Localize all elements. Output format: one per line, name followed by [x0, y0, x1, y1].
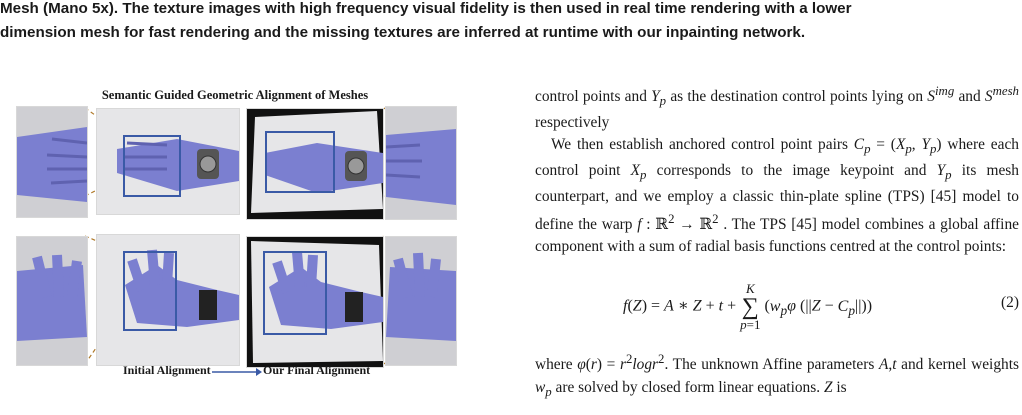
paragraph-where: where φ(r) = r2logr2. The unknown Affine…	[535, 352, 1019, 399]
final-box-bottom	[263, 251, 327, 335]
initial-image-bottom	[96, 234, 240, 366]
equation-2: f(Z) = A ∗ Z + t + K ∑ p=1 (wpφ (||Z − C…	[535, 264, 1019, 336]
equation-number: (2)	[1001, 294, 1019, 312]
figure-title: Semantic Guided Geometric Alignment of M…	[101, 88, 369, 102]
caption-line-1: Mesh (Mano 5x). The texture images with …	[0, 0, 852, 17]
label-final-alignment: Our Final Alignment	[263, 363, 371, 377]
caption-line-2: dimension mesh for fast rendering and th…	[0, 24, 806, 41]
equation-body: f(Z) = A ∗ Z + t + K ∑ p=1 (wpφ (||Z − C…	[623, 281, 873, 333]
initial-image-top	[96, 108, 240, 215]
final-image-bottom	[246, 236, 384, 368]
final-image-top	[246, 108, 384, 220]
figure-caption: Mesh (Mano 5x). The texture images with …	[0, 0, 1022, 45]
label-initial-alignment: Initial Alignment	[123, 363, 211, 377]
alignment-figure: Semantic Guided Geometric Alignment of M…	[0, 78, 470, 378]
alignment-arrow-icon	[212, 368, 262, 376]
final-box-top	[265, 131, 335, 193]
paragraph-control-points: control points and Yp as the destination…	[535, 84, 1019, 132]
zoom-panel-bottom-left	[16, 236, 88, 366]
zoom-panel-bottom-right	[385, 236, 457, 366]
paragraph-tps: We then establish anchored control point…	[535, 136, 1019, 256]
initial-box-top	[123, 135, 181, 197]
zoom-panel-top-right	[385, 106, 457, 220]
initial-box-bottom	[123, 251, 177, 331]
body-column: control points and Yp as the destination…	[535, 80, 1019, 403]
zoom-panel-top-left	[16, 106, 88, 218]
